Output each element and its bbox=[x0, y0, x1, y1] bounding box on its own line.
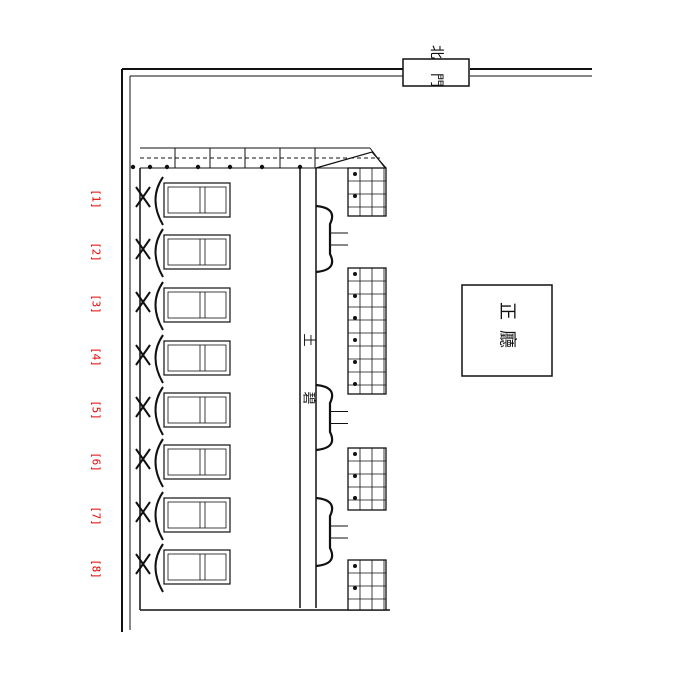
column-dot bbox=[164, 164, 170, 170]
room-frame-inner bbox=[167, 448, 227, 476]
roof-connector bbox=[315, 496, 348, 568]
column-dot bbox=[353, 294, 357, 298]
roof-connector bbox=[315, 383, 348, 452]
pavilion-block bbox=[347, 447, 387, 511]
guest-room bbox=[135, 334, 231, 384]
guest-room bbox=[135, 543, 231, 593]
room-marker: [4] bbox=[90, 347, 103, 367]
room-frame bbox=[163, 340, 231, 376]
pavilion-outline bbox=[347, 167, 387, 217]
pavilion-block bbox=[347, 167, 387, 217]
room-frame bbox=[163, 287, 231, 323]
guest-room bbox=[135, 438, 231, 488]
north-gate-label: 北門 bbox=[428, 45, 444, 101]
column-dot bbox=[353, 172, 357, 176]
guest-room bbox=[135, 386, 231, 436]
room-brace bbox=[135, 543, 164, 593]
compound-walls bbox=[121, 68, 592, 632]
column-dot bbox=[353, 360, 357, 364]
room-brace bbox=[135, 386, 164, 436]
guest-room bbox=[135, 491, 231, 541]
column-dot bbox=[353, 586, 357, 590]
room-brace bbox=[135, 281, 164, 331]
room-marker: [3] bbox=[90, 294, 103, 314]
column-dot bbox=[227, 164, 233, 170]
room-frame bbox=[163, 234, 231, 270]
room-frame bbox=[163, 549, 231, 585]
courtyard-label-b: 碧 bbox=[301, 391, 316, 404]
room-brace bbox=[135, 491, 164, 541]
room-brace bbox=[135, 228, 164, 278]
column-dot bbox=[353, 338, 357, 342]
room-frame bbox=[163, 444, 231, 480]
main-hall-box bbox=[461, 284, 553, 377]
column-dot bbox=[353, 382, 357, 386]
room-frame bbox=[163, 497, 231, 533]
column-dot bbox=[353, 496, 357, 500]
room-marker: [2] bbox=[90, 242, 103, 262]
room-marker: [1] bbox=[90, 189, 103, 209]
room-marker: [8] bbox=[90, 559, 103, 579]
column-dot bbox=[353, 474, 357, 478]
room-frame-inner bbox=[167, 291, 227, 319]
east-pavilions bbox=[315, 151, 387, 611]
column-dot bbox=[353, 194, 357, 198]
room-marker: [7] bbox=[90, 506, 103, 526]
main-hall: 正廳 bbox=[461, 284, 553, 377]
room-marker: [6] bbox=[90, 452, 103, 472]
guest-room bbox=[135, 176, 231, 226]
room-brace bbox=[135, 334, 164, 384]
room-brace bbox=[135, 438, 164, 488]
courtyard-label-a: 土 bbox=[301, 333, 316, 346]
column-dot bbox=[259, 164, 265, 170]
north-gate-box bbox=[402, 58, 470, 87]
pavilion-outline bbox=[347, 267, 387, 395]
column-dot bbox=[353, 564, 357, 568]
main-hall-label: 正廳 bbox=[497, 302, 518, 358]
column-dot bbox=[195, 164, 201, 170]
north-gate: 北門 bbox=[402, 45, 470, 101]
pavilion-block bbox=[347, 267, 387, 395]
room-frame bbox=[163, 392, 231, 428]
room-markers: [1] [2] [3] [4] [5] [6] [7] [8] bbox=[90, 189, 103, 579]
room-frame bbox=[163, 182, 231, 218]
column-dot bbox=[353, 272, 357, 276]
room-frame-inner bbox=[167, 238, 227, 266]
room-frame-inner bbox=[167, 396, 227, 424]
column-dot bbox=[353, 452, 357, 456]
pavilion-outline bbox=[347, 559, 387, 611]
column-dot bbox=[297, 164, 303, 170]
room-frame-inner bbox=[167, 344, 227, 372]
roof-connector bbox=[315, 204, 348, 274]
guest-rooms bbox=[130, 164, 303, 593]
guest-room bbox=[135, 281, 231, 331]
west-block bbox=[139, 168, 390, 611]
pavilion-block bbox=[347, 559, 387, 611]
room-frame-inner bbox=[167, 501, 227, 529]
guest-room bbox=[135, 228, 231, 278]
room-frame-inner bbox=[167, 553, 227, 581]
column-dot bbox=[130, 164, 136, 170]
pavilion-corner bbox=[315, 151, 387, 169]
column-dot bbox=[147, 164, 153, 170]
column-dot bbox=[353, 316, 357, 320]
pavilion-outline bbox=[347, 447, 387, 511]
room-frame-inner bbox=[167, 186, 227, 214]
room-brace bbox=[135, 176, 164, 226]
room-marker: [5] bbox=[90, 400, 103, 420]
